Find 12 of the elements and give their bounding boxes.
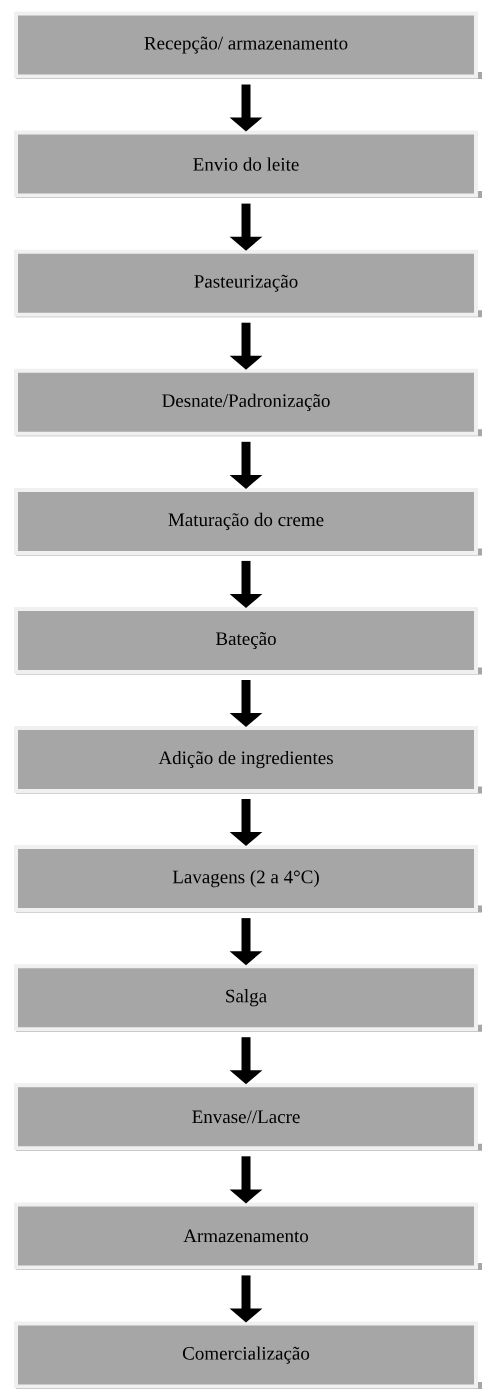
- process-box: Recepção/ armazenamento: [14, 11, 482, 79]
- process-box: Desnate/Padronização: [14, 368, 482, 437]
- process-box: Lavagens (2 a 4°C): [14, 845, 482, 913]
- process-box: Pasteurização: [14, 249, 482, 318]
- process-box: Bateção: [14, 607, 482, 675]
- process-box: Envio do leite: [14, 130, 482, 199]
- process-box: Comercialização: [14, 1321, 482, 1389]
- process-box: Adição de ingredientes: [14, 726, 482, 794]
- process-box: Armazenamento: [14, 1202, 482, 1270]
- process-box: Maturação do creme: [14, 487, 482, 556]
- process-box: Salga: [14, 964, 482, 1032]
- process-box: Envase//Lacre: [14, 1083, 482, 1151]
